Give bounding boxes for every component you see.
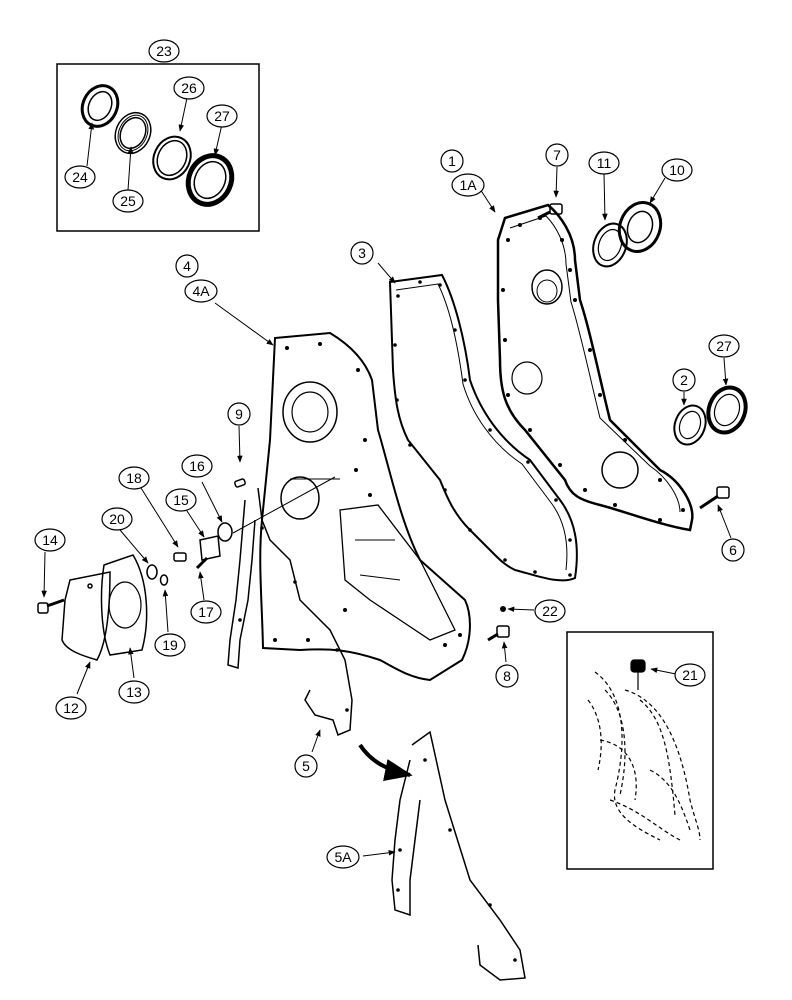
callout-label: 4: [183, 258, 191, 274]
callout-label: 2: [680, 372, 688, 388]
callout-24: 24: [64, 165, 96, 189]
callout-4A: 4A: [184, 279, 218, 303]
front-housing-4: [259, 331, 471, 682]
callout-13: 13: [118, 680, 150, 704]
seal-11: [592, 222, 628, 268]
callout-label: 10: [669, 162, 685, 178]
callout-label: 27: [214, 108, 230, 124]
callout-3: 3: [350, 241, 374, 265]
gasket-5: [227, 487, 353, 737]
small-parts-15-20: [146, 522, 233, 586]
seal-part-24: [80, 84, 120, 128]
callout-label: 5: [302, 758, 310, 774]
callout-21: 21: [674, 663, 706, 687]
seal-2: [673, 404, 707, 446]
callout-1A: 1A: [451, 173, 485, 197]
callout-4: 4: [175, 254, 199, 278]
washer-19: [159, 574, 169, 586]
callout-label: 9: [235, 406, 243, 422]
seal-part-27: [185, 153, 235, 207]
bolt-8: [487, 625, 510, 642]
callout-26: 26: [173, 76, 205, 100]
callout-label: 24: [72, 169, 88, 185]
gasket-5A: [391, 730, 526, 981]
callout-label: 17: [198, 604, 214, 620]
callout-8: 8: [495, 664, 519, 688]
callout-16: 16: [181, 454, 213, 478]
callout-label: 5A: [334, 849, 352, 865]
callout-label: 25: [120, 193, 136, 209]
callout-label: 26: [181, 80, 197, 96]
screw-17: [195, 556, 209, 570]
sensor-15: [199, 535, 221, 561]
callout-label: 3: [358, 245, 366, 261]
gasket-3: [388, 273, 578, 582]
dowel-9: [234, 478, 246, 488]
callout-23: 23: [148, 39, 180, 63]
callout-label: 14: [42, 532, 58, 548]
callout-label: 19: [162, 637, 178, 653]
callout-label: 20: [109, 511, 125, 527]
callout-15: 15: [165, 488, 197, 512]
callout-label: 22: [542, 603, 558, 619]
bolt-6: [699, 486, 730, 510]
callout-10: 10: [661, 158, 693, 182]
o-ring-16: [217, 522, 233, 542]
seal-part-25: [114, 111, 152, 155]
callout-17: 17: [190, 600, 222, 624]
screw-22: [500, 606, 506, 612]
callout-9: 9: [227, 402, 251, 426]
callout-25: 25: [112, 189, 144, 213]
callout-label: 1: [448, 153, 456, 169]
callout-20: 20: [101, 507, 133, 531]
callout-label: 6: [729, 542, 737, 558]
callout-label: 23: [156, 43, 172, 59]
callout-27-main: 27: [708, 334, 740, 358]
callout-label: 7: [553, 147, 561, 163]
plug-21: [630, 659, 646, 673]
callout-label: 15: [173, 492, 189, 508]
plug-detail-box: [566, 631, 714, 870]
callout-label: 16: [189, 458, 205, 474]
callout-18: 18: [118, 466, 150, 490]
callout-27-kit: 27: [206, 104, 238, 128]
callout-label: 11: [597, 155, 612, 171]
leader-lines: [41, 97, 732, 857]
callout-11: 11: [588, 151, 620, 175]
callout-19: 19: [154, 633, 186, 657]
gasket-13: [100, 554, 148, 656]
callout-label: 1A: [459, 177, 477, 193]
bolt-14: [37, 598, 65, 614]
callout-7: 7: [545, 143, 569, 167]
seal-10: [617, 201, 663, 253]
callout-14: 14: [34, 528, 66, 552]
plug-detail: [587, 659, 701, 841]
callout-5: 5: [294, 754, 318, 778]
callout-12: 12: [55, 696, 87, 720]
callout-5A: 5A: [326, 845, 360, 869]
seal-part-26: [152, 135, 192, 181]
cover-plate-12: [61, 571, 111, 661]
nut-20: [146, 564, 158, 580]
fitting-18: [173, 552, 187, 562]
bolt-7: [537, 203, 563, 220]
callout-label: 4A: [192, 283, 210, 299]
callout-1: 1: [440, 149, 464, 173]
seal-kit-box: [56, 63, 260, 232]
callout-label: 13: [126, 684, 142, 700]
seal-27: [706, 385, 748, 435]
seal-kit-parts: [80, 84, 235, 207]
callout-label: 18: [126, 470, 142, 486]
callouts: 23 24 25 26 27 1 1A 7 11 10 3 4 4A 27 2 …: [34, 39, 745, 869]
callout-2: 2: [672, 368, 696, 392]
callout-22: 22: [534, 599, 566, 623]
callout-label: 27: [716, 338, 732, 354]
callout-label: 12: [63, 700, 79, 716]
callout-label: 21: [682, 667, 698, 683]
front-cover-1: [496, 203, 694, 532]
callout-label: 8: [503, 668, 511, 684]
callout-6: 6: [721, 538, 745, 562]
